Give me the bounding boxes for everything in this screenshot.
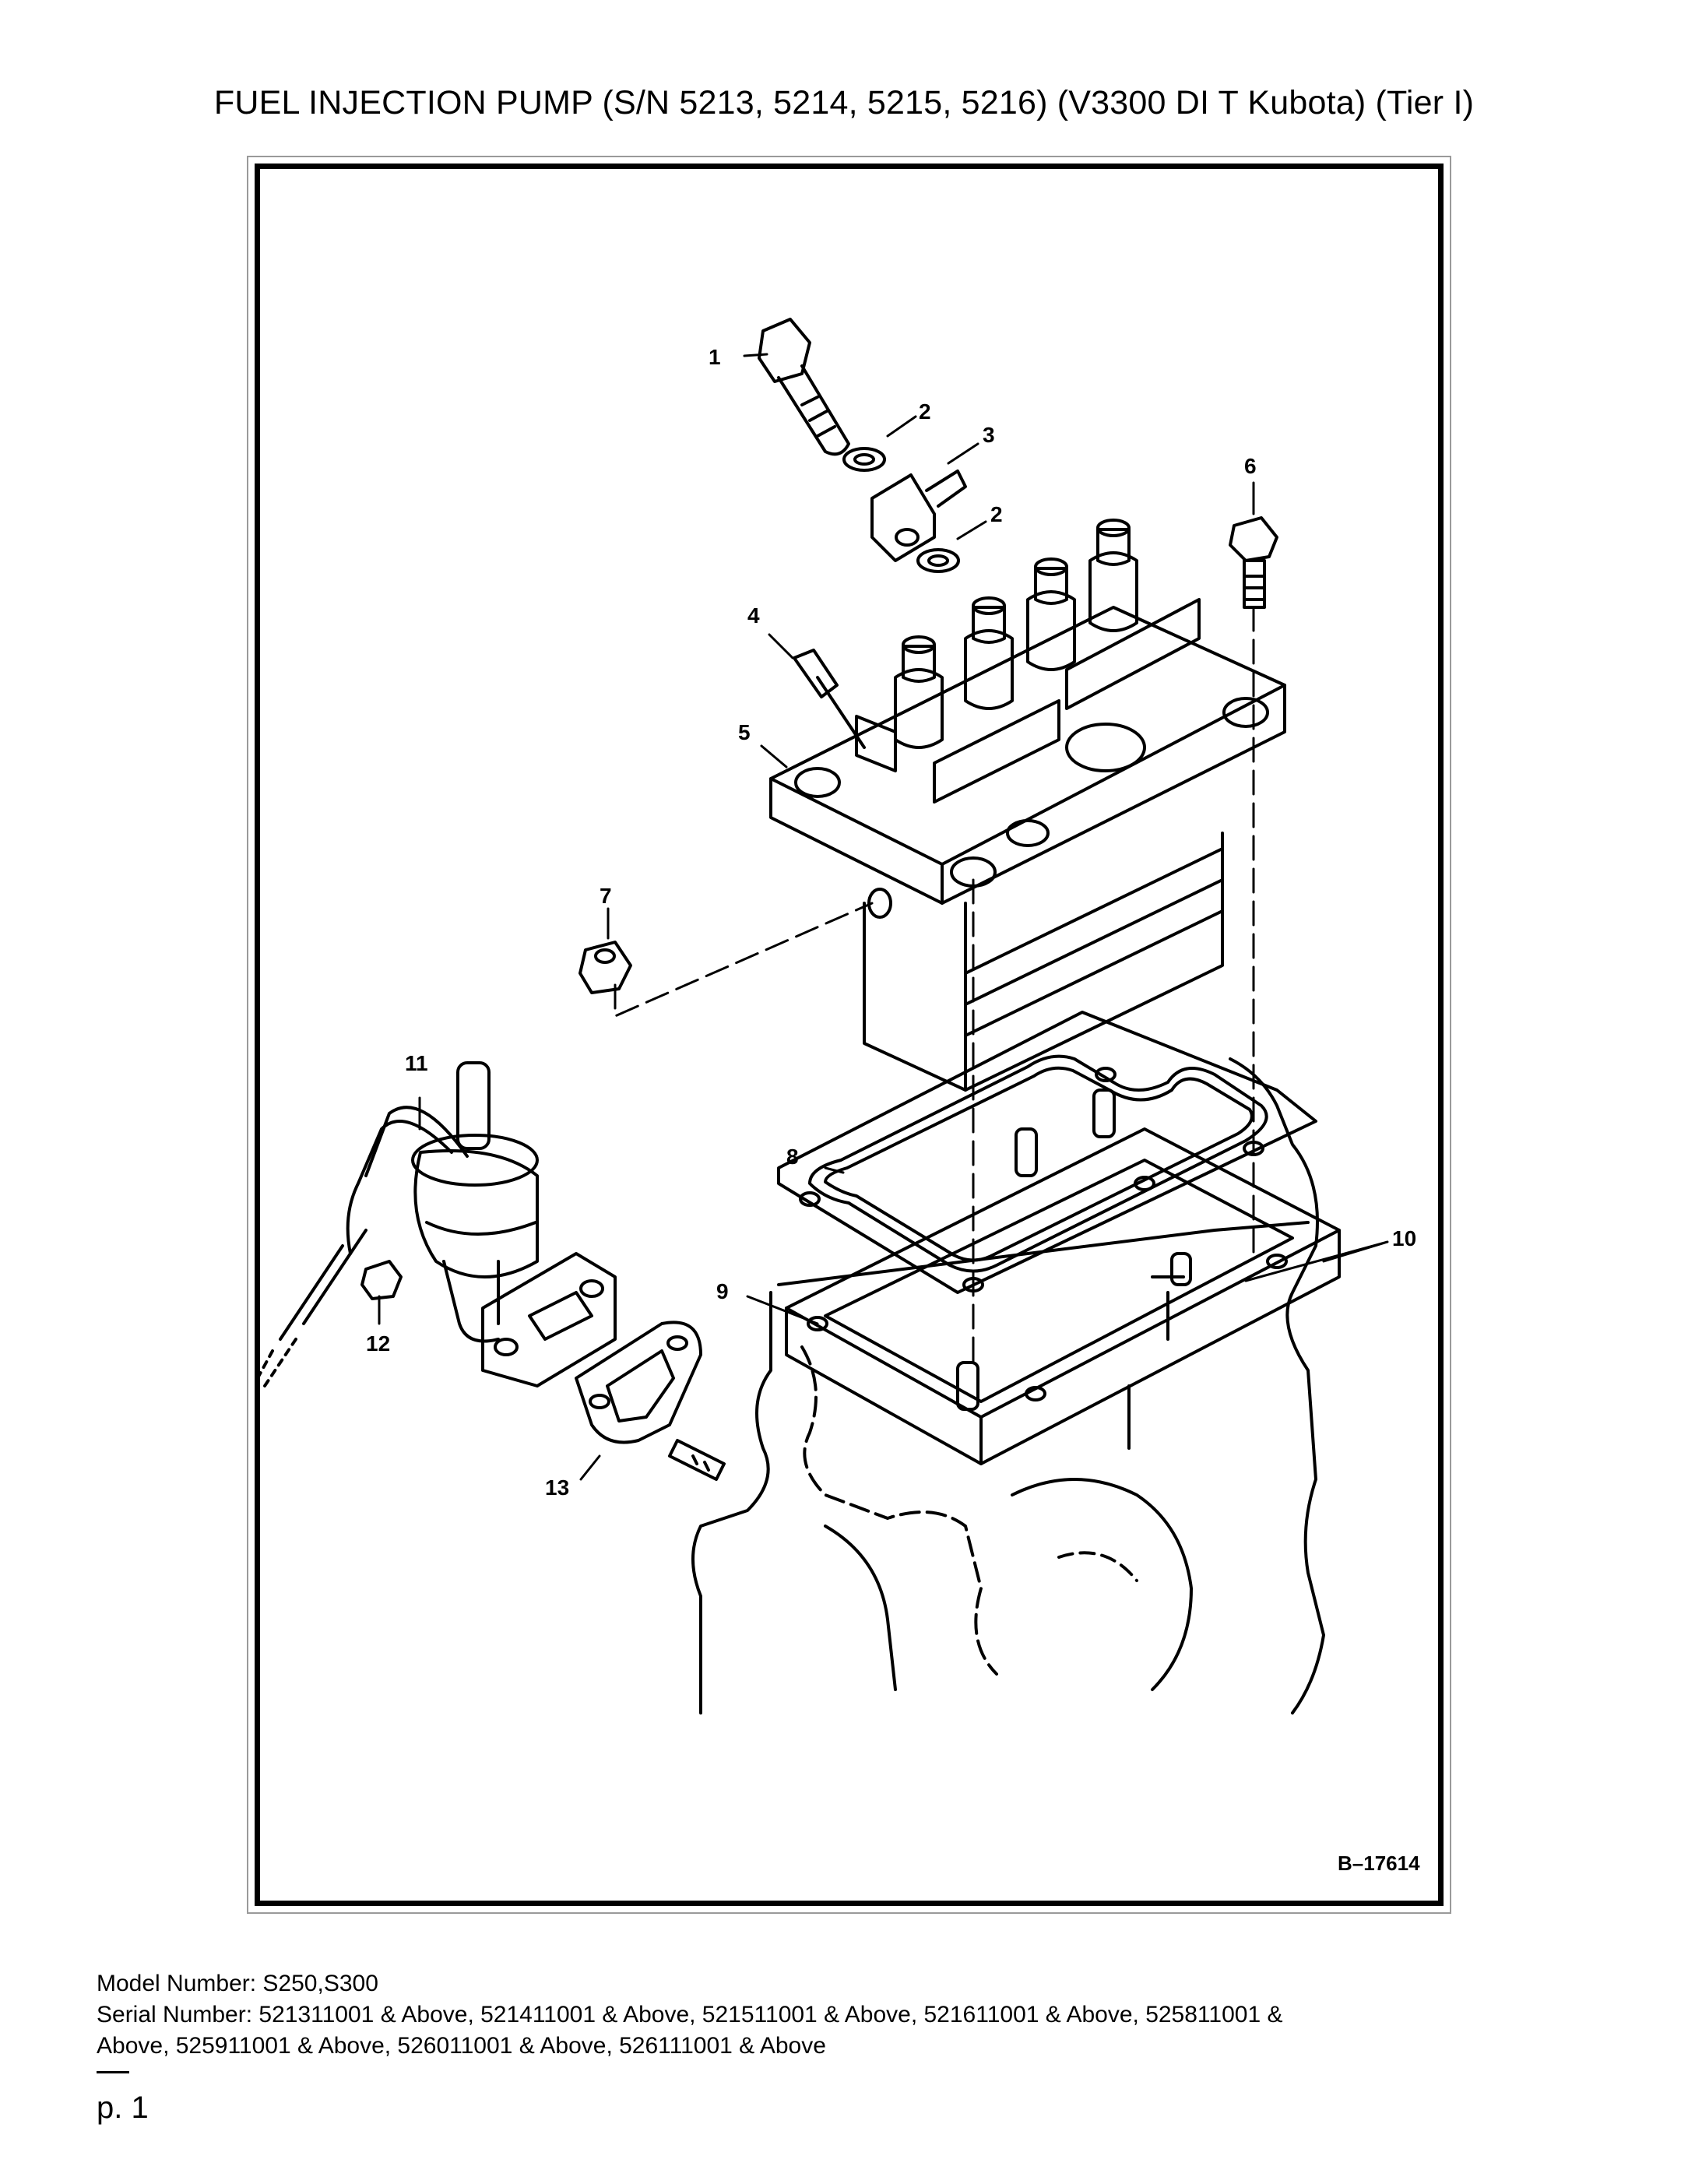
bleed-nipple-drawing: [793, 649, 866, 749]
callout-2: 2: [919, 399, 931, 424]
engine-block-drawing: [691, 1057, 1325, 1714]
callout-3: 3: [983, 423, 995, 447]
model-number-label: Model Number:: [97, 1971, 257, 1996]
callout-2b: 2: [990, 502, 1003, 526]
exploded-parts-diagram: 1 2 3 2 4 5 6 7 8 9 10 11 12 13 B–17614: [260, 318, 1420, 1875]
callout-7: 7: [600, 884, 612, 908]
feed-pump-drawing: [260, 1061, 726, 1481]
banjo-fitting-drawing: [870, 470, 967, 562]
callout-4: 4: [747, 603, 760, 628]
callout-10: 10: [1392, 1226, 1416, 1250]
banjo-bolt-drawing: [758, 318, 850, 456]
serial-number-line: Serial Number: 521311001 & Above, 521411…: [97, 1999, 1282, 2031]
mounting-bolt-drawing: [1229, 516, 1278, 609]
callout-6: 6: [1244, 454, 1257, 478]
callout-5: 5: [738, 720, 751, 744]
callout-9: 9: [716, 1279, 729, 1303]
callout-1: 1: [709, 345, 721, 369]
figure-frame: [255, 164, 1444, 1906]
mounting-flange-drawing: [785, 1127, 1341, 1465]
figure-id: B–17614: [1338, 1852, 1420, 1875]
callout-8: 8: [786, 1145, 799, 1169]
callout-13: 13: [545, 1475, 569, 1500]
page-title: FUEL INJECTION PUMP (S/N 5213, 5214, 521…: [213, 84, 1475, 121]
model-number-value: S250,S300: [262, 1971, 378, 1996]
serial-number-value: 521311001 & Above, 521411001 & Above, 52…: [258, 2002, 1283, 2027]
page-number: p. 1: [97, 2091, 149, 2125]
figure-frame-outer: [247, 156, 1451, 1914]
model-number-line: Model Number: S250,S300: [97, 1968, 378, 1999]
injection-pump-drawing: [769, 519, 1286, 1092]
leader-lines: [378, 353, 1389, 1481]
gasket-drawing: [777, 1011, 1317, 1411]
washer-drawing: [842, 447, 886, 472]
footer-rule: [97, 2071, 129, 2073]
callout-12: 12: [366, 1331, 390, 1356]
flange-nut-drawing: [578, 941, 632, 994]
serial-number-continued: Above, 525911001 & Above, 526011001 & Ab…: [97, 2033, 826, 2059]
callout-numbers: 1 2 3 2 4 5 6 7 8 9 10 11 12 13: [366, 345, 1416, 1500]
serial-number-label: Serial Number:: [97, 2002, 253, 2027]
callout-11: 11: [405, 1051, 428, 1075]
